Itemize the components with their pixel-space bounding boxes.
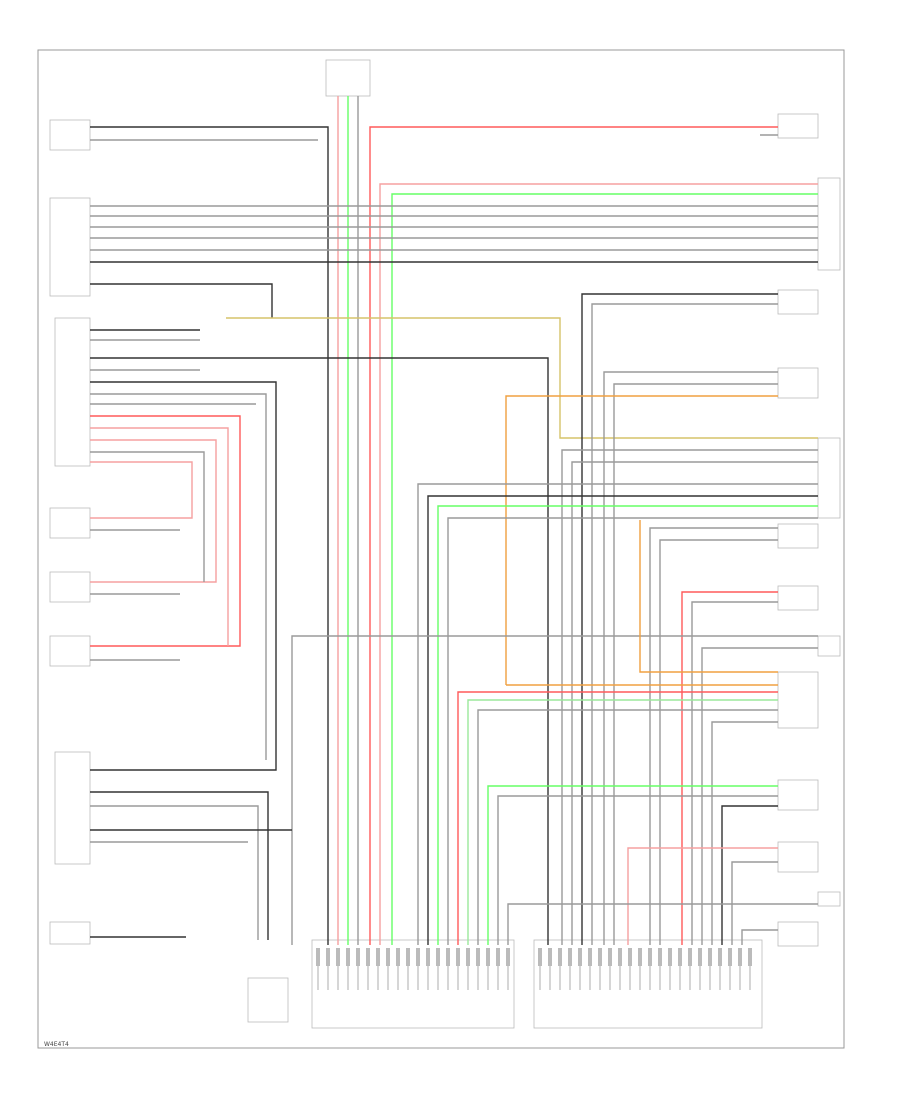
wire-gray-26 (731, 861, 778, 945)
wire-black-10 (90, 791, 269, 940)
terminal-pin (708, 948, 712, 966)
wire-gray-23 (477, 709, 778, 945)
wire-black-9 (721, 805, 778, 945)
wire-gray-15 (571, 461, 818, 945)
wire-pink-4 (90, 439, 217, 583)
bottom-right-terminals (538, 948, 752, 990)
bottom-left-terminals (316, 948, 510, 990)
wire-black-8 (427, 495, 818, 945)
wire-pink-2 (379, 183, 818, 945)
wire-gray-17 (447, 517, 818, 945)
wire-orange-2 (639, 520, 778, 673)
wire-red-4 (681, 591, 778, 945)
wire-green-3 (437, 505, 818, 945)
wire-black-6 (90, 381, 277, 771)
terminal-pin (446, 948, 450, 966)
bottom-connectors (247, 59, 763, 1029)
terminal-pin (618, 948, 622, 966)
wire-red-5 (457, 691, 778, 945)
wire-black-1 (90, 126, 329, 945)
terminal-pin (336, 948, 340, 966)
wire-black-3 (90, 283, 273, 318)
terminal-pin (608, 948, 612, 966)
wire-gray-18 (649, 527, 778, 945)
terminal-pin (588, 948, 592, 966)
diagram-id: W4E4T4 (44, 1041, 69, 1048)
wire-gray-27 (507, 903, 818, 945)
wire-orange-1 (505, 395, 778, 685)
terminal-pin (506, 948, 510, 966)
terminal-pin (658, 948, 662, 966)
wire-gray-16 (417, 483, 818, 945)
terminal-pin (376, 948, 380, 966)
wire-gray-22 (701, 647, 818, 945)
wire-gray-19 (659, 539, 778, 945)
terminal-pin (426, 948, 430, 966)
terminal-pin (568, 948, 572, 966)
wire-gray-24 (711, 721, 778, 945)
terminal-pin (648, 948, 652, 966)
wire-green-4 (467, 699, 778, 945)
terminal-pin (396, 948, 400, 966)
diagram-frame (37, 49, 845, 1049)
wire-gray-13 (613, 383, 778, 945)
wire-green-5 (487, 785, 778, 945)
wire-gray-12 (603, 371, 778, 945)
terminal-pin (538, 948, 542, 966)
terminal-pin (316, 948, 320, 966)
terminal-pin (718, 948, 722, 966)
left-components (49, 119, 91, 945)
terminal-pin (738, 948, 742, 966)
terminal-pin (466, 948, 470, 966)
terminal-pin (386, 948, 390, 966)
terminal-pin (366, 948, 370, 966)
wire-black-5 (90, 357, 549, 945)
wire-pink-3 (90, 427, 229, 646)
terminal-pin (598, 948, 602, 966)
wire-gray-14 (561, 449, 818, 945)
terminal-pin (548, 948, 552, 966)
terminal-pin (476, 948, 480, 966)
right-components (777, 113, 841, 947)
wire-gray-21 (291, 635, 818, 945)
terminal-pin (416, 948, 420, 966)
wire-red-3 (90, 415, 241, 647)
terminal-pin (578, 948, 582, 966)
terminal-pin (678, 948, 682, 966)
wire-red-top (369, 126, 778, 945)
terminal-pin (728, 948, 732, 966)
wire-yellow (226, 317, 818, 439)
wire-pink-6 (627, 847, 778, 945)
wire-gray-29 (90, 805, 259, 940)
wire-green-2 (391, 193, 818, 945)
terminal-pin (628, 948, 632, 966)
terminal-pin (406, 948, 410, 966)
wire-gray-25 (497, 795, 778, 945)
wire-gray-28 (741, 929, 778, 945)
wire-gray-7 (90, 451, 205, 582)
terminal-pin (668, 948, 672, 966)
terminal-pin (456, 948, 460, 966)
terminal-pin (436, 948, 440, 966)
terminal-pin (486, 948, 490, 966)
terminal-pin (356, 948, 360, 966)
wire-gray-6 (90, 393, 267, 760)
terminal-pin (638, 948, 642, 966)
terminal-pin (688, 948, 692, 966)
terminal-pin (558, 948, 562, 966)
wire-gray-20 (691, 601, 778, 945)
terminal-pin (698, 948, 702, 966)
terminal-pin (748, 948, 752, 966)
terminal-pin (496, 948, 500, 966)
terminal-pin (346, 948, 350, 966)
wire-pink-5 (90, 461, 193, 519)
terminal-pin (326, 948, 330, 966)
wire-black-7 (581, 293, 778, 945)
wire-gray-11 (591, 303, 778, 945)
